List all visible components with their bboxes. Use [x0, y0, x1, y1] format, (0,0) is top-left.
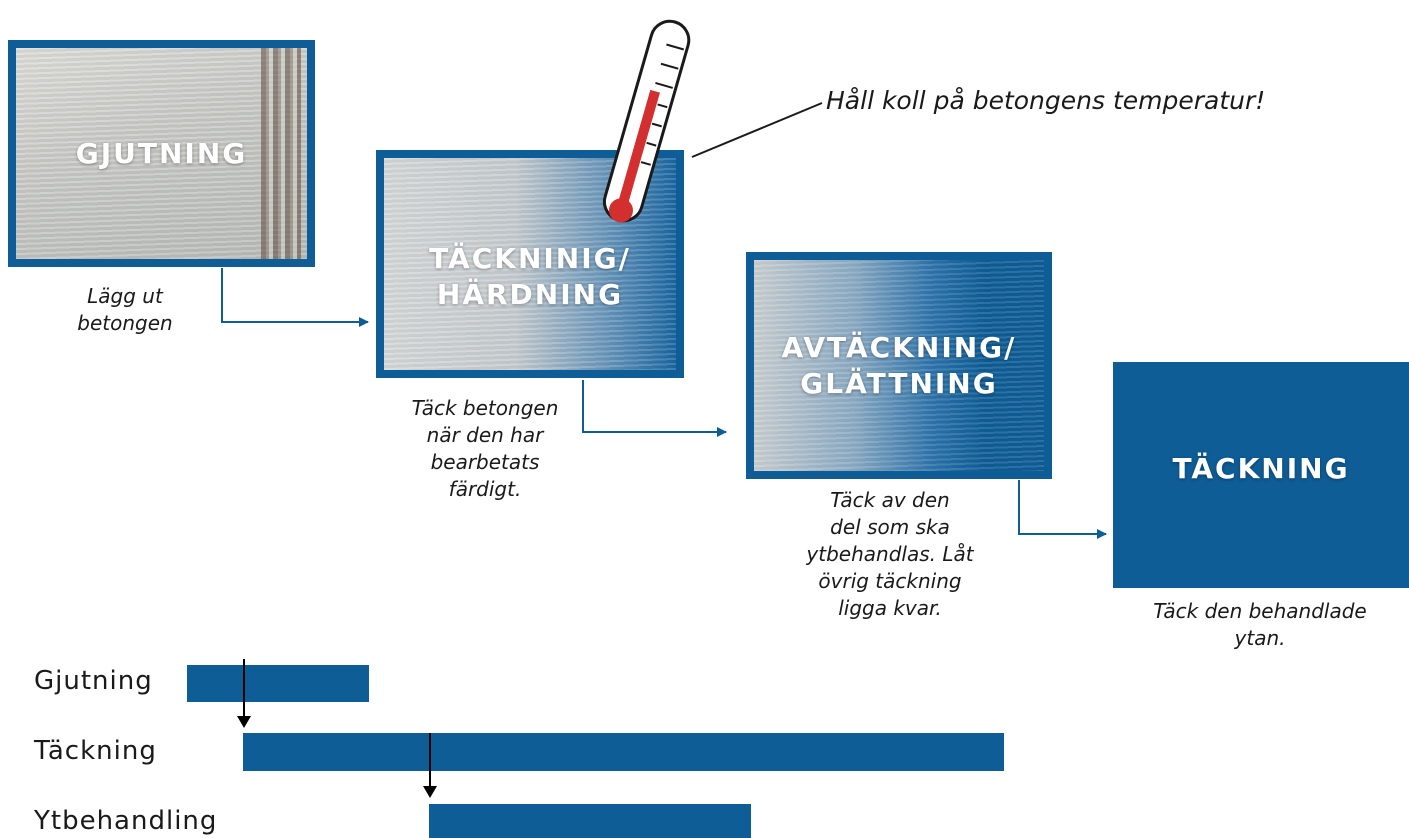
gantt-dependency-arrows [0, 0, 1409, 838]
